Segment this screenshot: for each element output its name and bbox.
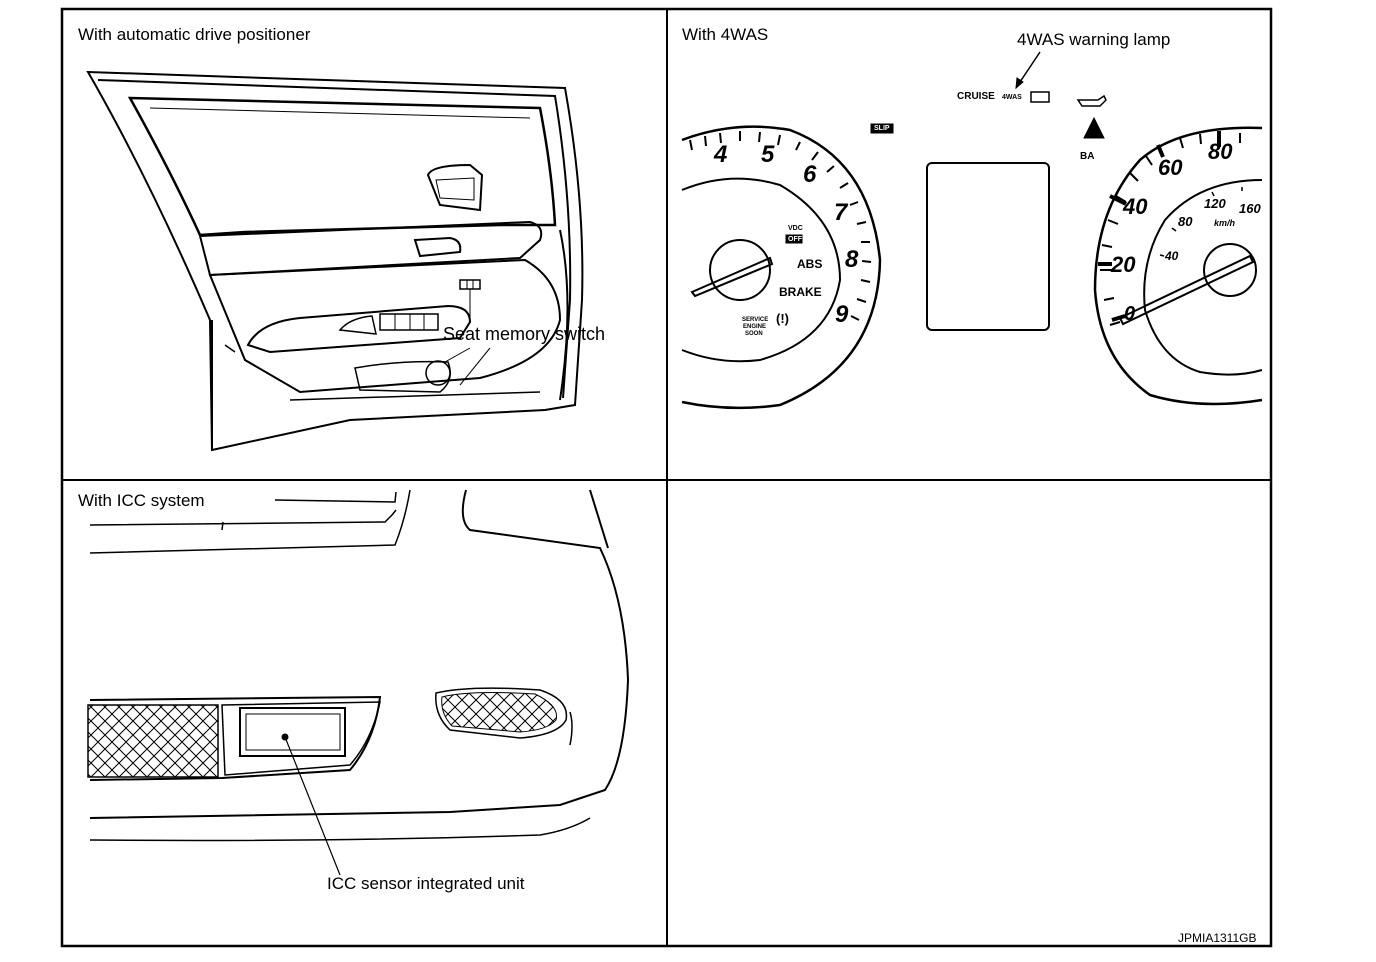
speed-tick-label: 60 bbox=[1158, 155, 1183, 180]
figure-code: JPMIA1311GB bbox=[1178, 931, 1257, 945]
tach-tick-label: 8 bbox=[845, 246, 859, 273]
indicator-engine: ENGINE bbox=[743, 324, 767, 330]
speed-tick-label: 80 bbox=[1208, 139, 1233, 164]
callout-seat-memory-switch: Seat memory switch bbox=[443, 324, 606, 344]
callout-icc-sensor-integrated-unit: ICC sensor integrated unit bbox=[327, 874, 525, 893]
panel-title-automatic-drive-positioner: With automatic drive positioner bbox=[78, 25, 311, 44]
door-panel-illustration bbox=[86, 70, 584, 452]
tach-tick-label: 4 bbox=[714, 141, 728, 168]
indicator-brake: BRAKE bbox=[779, 285, 822, 299]
panel-title-4was: With 4WAS bbox=[682, 25, 769, 44]
indicator-vdc: VDC bbox=[788, 225, 803, 232]
indicator-cruise: CRUISE bbox=[957, 91, 995, 102]
indicator-service: SERVICE bbox=[742, 317, 769, 323]
indicator-ba: BA bbox=[1080, 151, 1095, 162]
indicator-tpms: (!) bbox=[776, 311, 789, 326]
speed-tick-label: 20 bbox=[1111, 252, 1136, 277]
speed-inner-tick-label: 120 bbox=[1204, 196, 1226, 211]
callout-4was-warning-lamp: 4WAS warning lamp bbox=[1017, 30, 1171, 49]
tach-tick-label: 6 bbox=[803, 161, 817, 188]
panel-title-icc-system: With ICC system bbox=[78, 491, 205, 510]
speed-tick-label: 40 bbox=[1123, 194, 1148, 219]
tach-tick-label: 7 bbox=[834, 199, 848, 226]
indicator-soon: SOON bbox=[745, 331, 763, 337]
tach-tick-label: 9 bbox=[835, 301, 849, 328]
front-bumper-illustration bbox=[87, 489, 630, 876]
speed-tick-label: 0 bbox=[1124, 303, 1136, 325]
indicator-slip: SLIP bbox=[874, 125, 890, 132]
speed-inner-tick-label: 160 bbox=[1239, 201, 1261, 216]
indicator-vdc-off: OFF bbox=[788, 236, 802, 243]
panel-grid bbox=[60, 7, 1273, 948]
instrument-cluster-illustration bbox=[681, 51, 1263, 410]
speed-inner-tick-label: 40 bbox=[1165, 249, 1179, 263]
indicator-4was: 4WAS bbox=[1002, 94, 1022, 101]
indicator-abs: ABS bbox=[797, 257, 823, 271]
tach-tick-label: 5 bbox=[761, 141, 775, 168]
speed-inner-tick-label: 80 bbox=[1178, 214, 1193, 229]
speed-unit-label: km/h bbox=[1214, 218, 1236, 228]
